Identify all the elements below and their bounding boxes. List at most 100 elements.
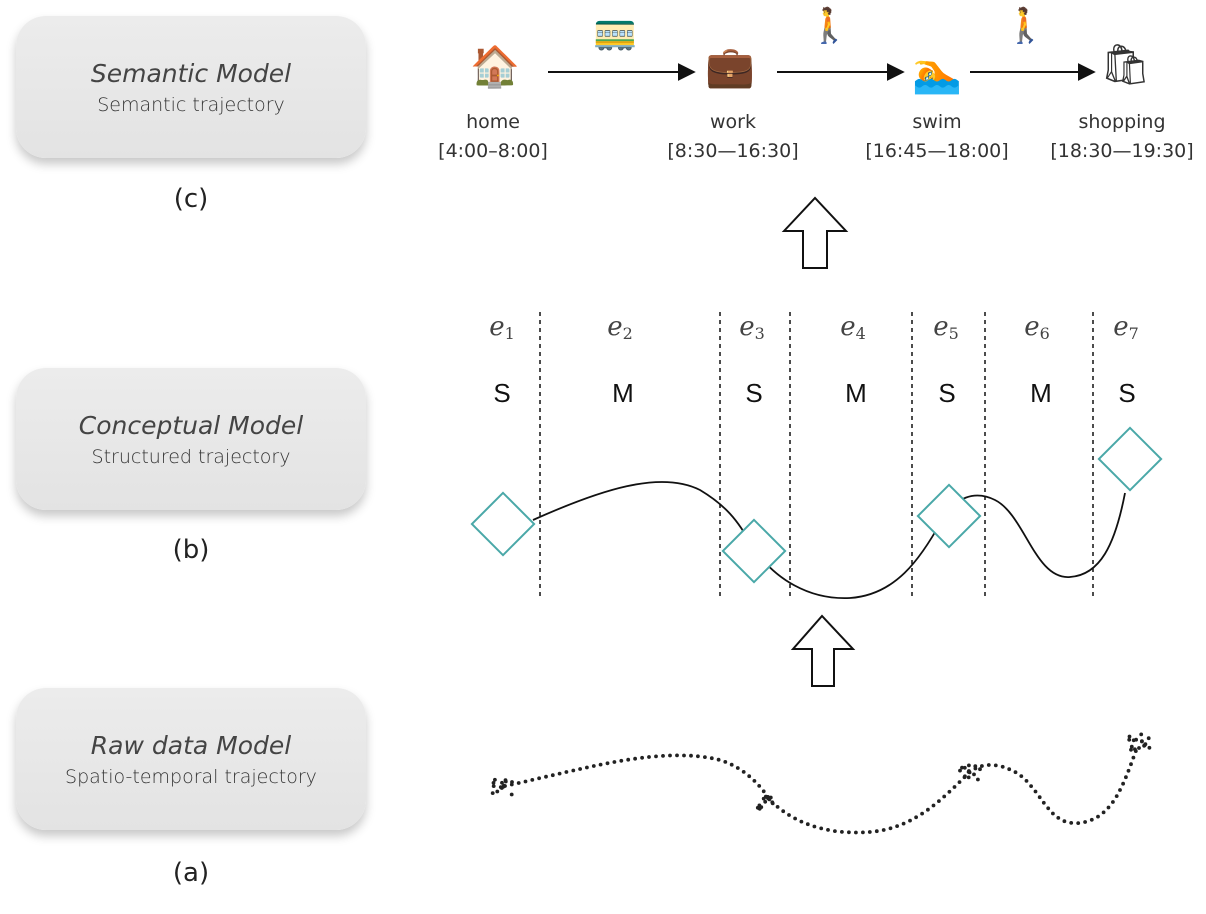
- gps-point: [1076, 821, 1081, 825]
- gps-point: [833, 829, 837, 833]
- gps-point: [960, 765, 964, 770]
- stop-diamond-e3: [721, 518, 787, 584]
- gps-point: [747, 774, 752, 779]
- gps-point: [1041, 800, 1046, 805]
- panel-label-a: (a): [172, 858, 210, 888]
- panel-label-b: (b): [172, 535, 210, 565]
- gps-point: [881, 828, 886, 832]
- gps-point: [703, 755, 707, 759]
- gps-point: [1142, 743, 1147, 748]
- segment-type-e5: S: [938, 378, 956, 408]
- gps-point: [980, 764, 984, 768]
- segment-type-e2: M: [612, 378, 634, 408]
- gps-point: [741, 770, 746, 774]
- gps-point: [1126, 768, 1131, 773]
- gps-point: [854, 830, 858, 835]
- gps-point: [761, 796, 766, 801]
- gps-point: [585, 765, 589, 770]
- gps-point: [516, 781, 521, 785]
- gps-point: [793, 816, 797, 821]
- gps-point: [908, 818, 912, 823]
- gps-point: [1046, 806, 1051, 811]
- gps-point: [888, 826, 893, 831]
- place-label-work: work [8:30—16:30]: [648, 108, 818, 166]
- tram-icon: 🚃: [592, 11, 638, 52]
- gps-point: [931, 803, 936, 808]
- gps-point: [1129, 747, 1133, 752]
- gps-point: [491, 781, 496, 785]
- gps-point: [1111, 800, 1115, 804]
- gps-point: [812, 824, 817, 829]
- conceptual-model-box: Conceptual Model Structured trajectory: [16, 368, 366, 510]
- gps-point: [1118, 788, 1122, 792]
- gps-point: [1114, 794, 1119, 798]
- gps-point: [1127, 734, 1132, 739]
- stop-diamond-e5: [916, 483, 982, 549]
- gps-point: [1129, 762, 1133, 767]
- gps-point: [957, 780, 962, 784]
- gps-point: [1033, 789, 1038, 794]
- gps-point: [942, 794, 947, 799]
- segment-type-e7: S: [1118, 378, 1136, 408]
- gps-point: [1133, 747, 1137, 752]
- gps-point: [1029, 784, 1033, 788]
- place-name: home: [466, 111, 520, 133]
- panel-label-c: (c): [173, 184, 209, 214]
- gps-point: [926, 807, 930, 812]
- gps-point: [1007, 767, 1012, 772]
- gps-point: [1024, 779, 1029, 783]
- gps-point: [501, 784, 506, 789]
- gps-point: [495, 789, 500, 794]
- gps-point: [571, 768, 576, 773]
- gps-point: [612, 760, 617, 764]
- gps-point: [1019, 774, 1024, 778]
- gps-point: [972, 772, 976, 777]
- raw-model-box: Raw data Model Spatio-temporal trajector…: [16, 688, 366, 830]
- place-name: shopping: [1078, 111, 1166, 133]
- gps-point: [978, 767, 982, 772]
- gps-point: [781, 809, 786, 814]
- gps-point: [735, 766, 740, 770]
- gps-point: [993, 763, 998, 768]
- gps-point: [716, 757, 721, 762]
- segment-label-e1: e1: [489, 312, 515, 343]
- gps-point: [1124, 775, 1128, 780]
- gps-point: [914, 815, 918, 820]
- gps-point: [1129, 744, 1134, 749]
- gps-point: [605, 761, 610, 766]
- gps-point: [963, 774, 967, 779]
- segment-type-e6: M: [1030, 378, 1052, 408]
- gps-point: [1051, 811, 1055, 816]
- gps-point: [966, 775, 971, 780]
- gps-point: [557, 771, 562, 776]
- gps-point: [1139, 732, 1144, 737]
- gps-point: [640, 755, 644, 760]
- segment-label-e6: e6: [1024, 312, 1050, 343]
- gps-point: [826, 828, 830, 832]
- gps-point: [799, 819, 804, 824]
- place-time: [8:30—16:30]: [667, 140, 799, 162]
- gps-point: [1106, 805, 1111, 810]
- semantic-model-box: Semantic Model Semantic trajectory: [16, 16, 366, 158]
- gps-point: [1121, 781, 1125, 786]
- semantic-model-title: Semantic Model: [90, 58, 292, 88]
- gps-point: [1069, 821, 1074, 825]
- gps-point: [491, 784, 496, 788]
- gps-point: [1127, 737, 1132, 742]
- segment-type-e3: S: [745, 378, 763, 408]
- gps-point: [1101, 810, 1106, 815]
- up-arrow-upper: [781, 196, 849, 269]
- segment-separators: [539, 312, 1094, 600]
- gps-point: [767, 797, 772, 802]
- gps-point: [619, 758, 624, 763]
- house-icon: 🏠: [470, 44, 520, 90]
- gps-point: [763, 799, 768, 804]
- gps-point: [947, 789, 952, 794]
- gps-point: [490, 791, 495, 795]
- gps-point: [1037, 795, 1042, 800]
- gps-point: [500, 780, 504, 785]
- gps-point: [861, 830, 865, 835]
- place-time: [18:30—19:30]: [1050, 140, 1194, 162]
- briefcase-icon: 💼: [705, 44, 755, 90]
